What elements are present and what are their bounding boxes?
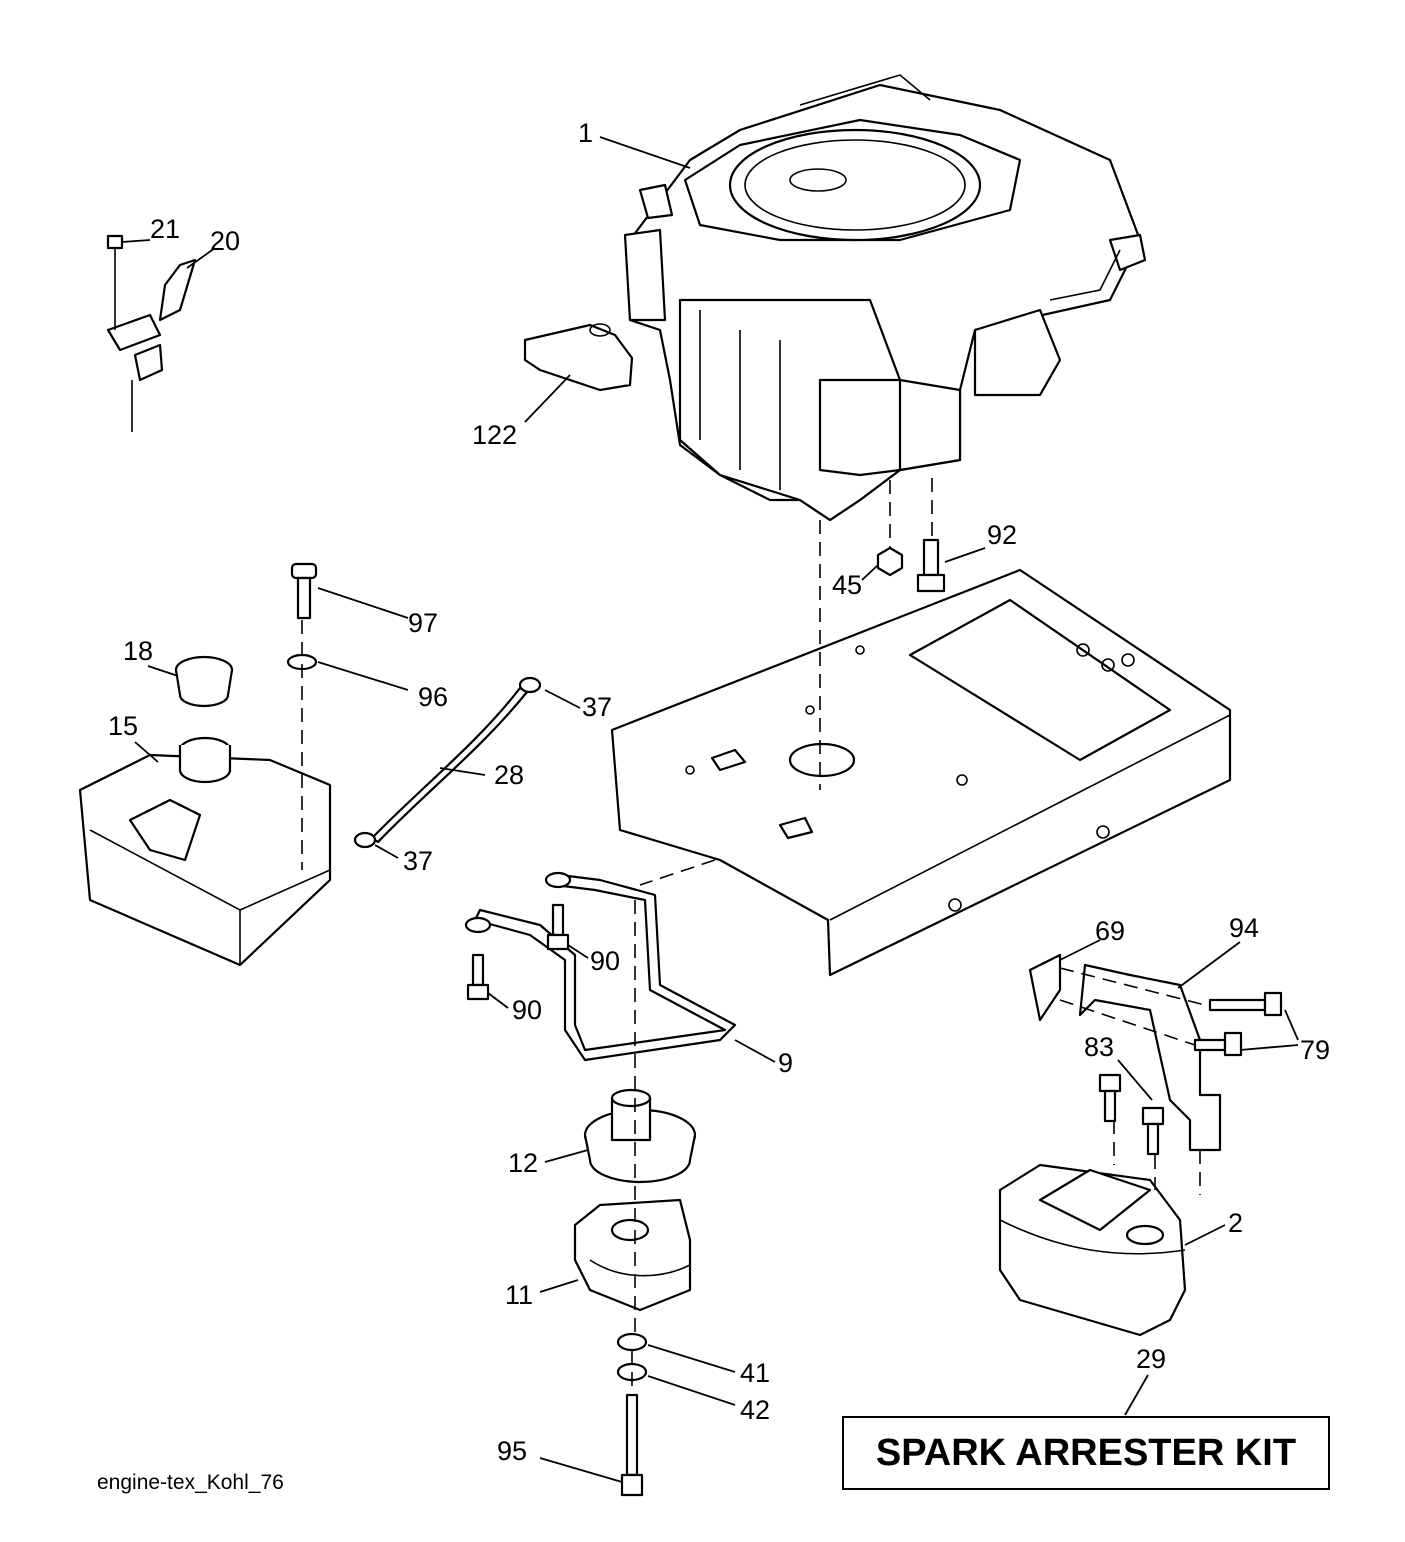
callout-69: 69 — [1095, 916, 1126, 946]
callout-9: 9 — [778, 1048, 794, 1078]
callout-11: 11 — [505, 1280, 534, 1310]
callout-96: 96 — [418, 682, 449, 712]
chassis-frame — [610, 568, 1232, 977]
nut-45 — [876, 546, 904, 577]
callout-94: 94 — [1229, 913, 1260, 943]
engine-assembly — [623, 74, 1147, 522]
callout-79: 79 — [1300, 1035, 1331, 1065]
callout-28: 28 — [494, 760, 525, 790]
callout-92: 92 — [987, 520, 1018, 550]
callout-15: 15 — [108, 711, 139, 741]
bolt-90-a — [551, 903, 565, 937]
bolt-79-a — [1208, 998, 1267, 1012]
muffler-2 — [998, 1163, 1187, 1337]
bolt-95 — [625, 1393, 639, 1477]
callout-122: 122 — [472, 420, 518, 450]
air-duct-122 — [523, 323, 634, 392]
pulley-12 — [583, 1088, 697, 1184]
bolt-97 — [290, 562, 318, 580]
callout-42: 42 — [740, 1395, 771, 1425]
callout-37-top: 37 — [582, 692, 613, 722]
callout-2: 2 — [1228, 1208, 1244, 1238]
callout-12: 12 — [508, 1148, 539, 1178]
callout-83: 83 — [1084, 1032, 1115, 1062]
callout-97: 97 — [408, 608, 439, 638]
throttle-control — [106, 234, 197, 432]
fuel-tank — [78, 736, 332, 967]
bolt-83-a — [1098, 1073, 1122, 1093]
callout-37-bottom: 37 — [403, 846, 434, 876]
bolt-90-b — [471, 953, 485, 987]
electric-clutch-11 — [573, 1198, 692, 1312]
callout-95: 95 — [497, 1436, 528, 1466]
callout-41: 41 — [740, 1358, 771, 1388]
callout-29: 29 — [1136, 1344, 1167, 1374]
callout-20: 20 — [210, 226, 241, 256]
gasket-69 — [1028, 953, 1062, 1022]
bolt-83-b — [1141, 1106, 1165, 1126]
callout-90-a: 90 — [590, 946, 621, 976]
callout-21: 21 — [150, 214, 181, 244]
diagram-code: engine-tex_Kohl_76 — [97, 1471, 284, 1494]
callout-18: 18 — [123, 636, 154, 666]
callout-45: 45 — [832, 570, 863, 600]
bolt-92 — [922, 538, 940, 577]
callout-1: 1 — [578, 118, 594, 148]
spark-arrester-kit-label: SPARK ARRESTER KIT — [875, 1431, 1297, 1474]
fuel-cap-18 — [174, 655, 234, 708]
washer-41 — [616, 1332, 648, 1352]
exhaust-pipe-94 — [1078, 963, 1222, 1152]
leader-lines — [121, 136, 1299, 1483]
callout-90-b: 90 — [512, 995, 543, 1025]
bolt-79-b — [1193, 1038, 1227, 1052]
spark-arrester-kit-box: SPARK ARRESTER KIT — [842, 1416, 1330, 1490]
